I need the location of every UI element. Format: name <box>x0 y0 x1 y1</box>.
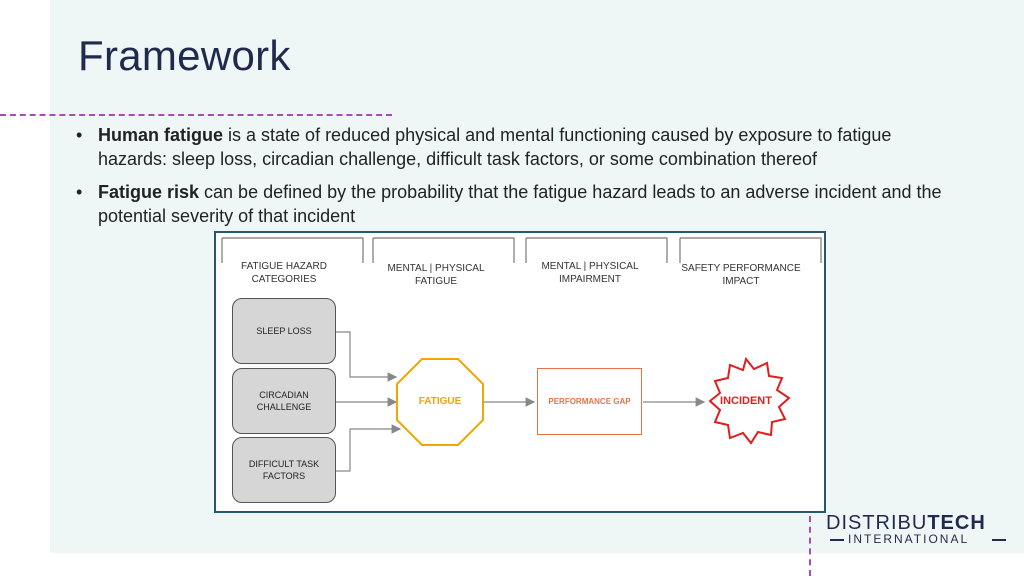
footer-dashed-divider <box>809 516 811 576</box>
logo-subtitle: INTERNATIONAL <box>848 532 970 546</box>
fatigue-octagon <box>396 358 484 446</box>
bullet-text: is a state of reduced physical and menta… <box>98 125 892 169</box>
fatigue-label: FATIGUE <box>418 396 462 407</box>
fatigue-risk-diagram: FATIGUE HAZARD CATEGORIES MENTAL | PHYSI… <box>214 231 826 513</box>
header-bracket <box>525 237 668 263</box>
category-sleep-loss: SLEEP LOSS <box>232 298 336 364</box>
header-impairment: MENTAL | PHYSICAL IMPAIRMENT <box>541 261 639 285</box>
bullet-fatigue-risk: • Fatigue risk can be defined by the pro… <box>76 181 956 228</box>
bullet-list: • Human fatigue is a state of reduced ph… <box>76 124 956 238</box>
bullet-dot: • <box>76 182 83 202</box>
logo-rule-left <box>830 539 844 541</box>
header-bracket <box>679 237 822 263</box>
bullet-term: Fatigue risk <box>98 182 200 202</box>
incident-starburst <box>708 356 791 445</box>
title-dashed-divider <box>0 114 392 116</box>
connector-arrow <box>336 424 402 472</box>
bullet-dot: • <box>76 125 83 145</box>
performance-gap-label: PERFORMANCE GAP <box>548 397 631 406</box>
header-bracket <box>372 237 515 263</box>
header-fatigue: MENTAL | PHYSICAL FATIGUE <box>387 263 485 287</box>
logo-rule-right <box>992 539 1006 541</box>
distributech-logo: DISTRIBUTECH INTERNATIONAL <box>826 512 1012 546</box>
connector-arrow <box>336 331 398 382</box>
bullet-human-fatigue: • Human fatigue is a state of reduced ph… <box>76 124 956 171</box>
logo-wordmark-bold: TECH <box>927 512 986 534</box>
header-impact: SAFETY PERFORMANCE IMPACT <box>681 263 801 287</box>
bullet-term: Human fatigue <box>98 125 224 145</box>
header-categories: FATIGUE HAZARD CATEGORIES <box>241 261 327 285</box>
slide-title: Framework <box>78 32 291 79</box>
bullet-text: can be defined by the probability that t… <box>98 182 942 226</box>
diagram-graphics <box>221 237 822 472</box>
incident-label: INCIDENT <box>720 395 772 407</box>
header-bracket <box>221 237 364 263</box>
performance-gap-box: PERFORMANCE GAP <box>537 368 642 435</box>
category-difficult-task-factors: DIFFICULT TASK FACTORS <box>232 437 336 503</box>
category-circadian-challenge: CIRCADIAN CHALLENGE <box>232 368 336 434</box>
logo-wordmark: DISTRIBUTECH <box>826 512 986 535</box>
logo-wordmark-light: DISTRIBU <box>826 512 928 534</box>
